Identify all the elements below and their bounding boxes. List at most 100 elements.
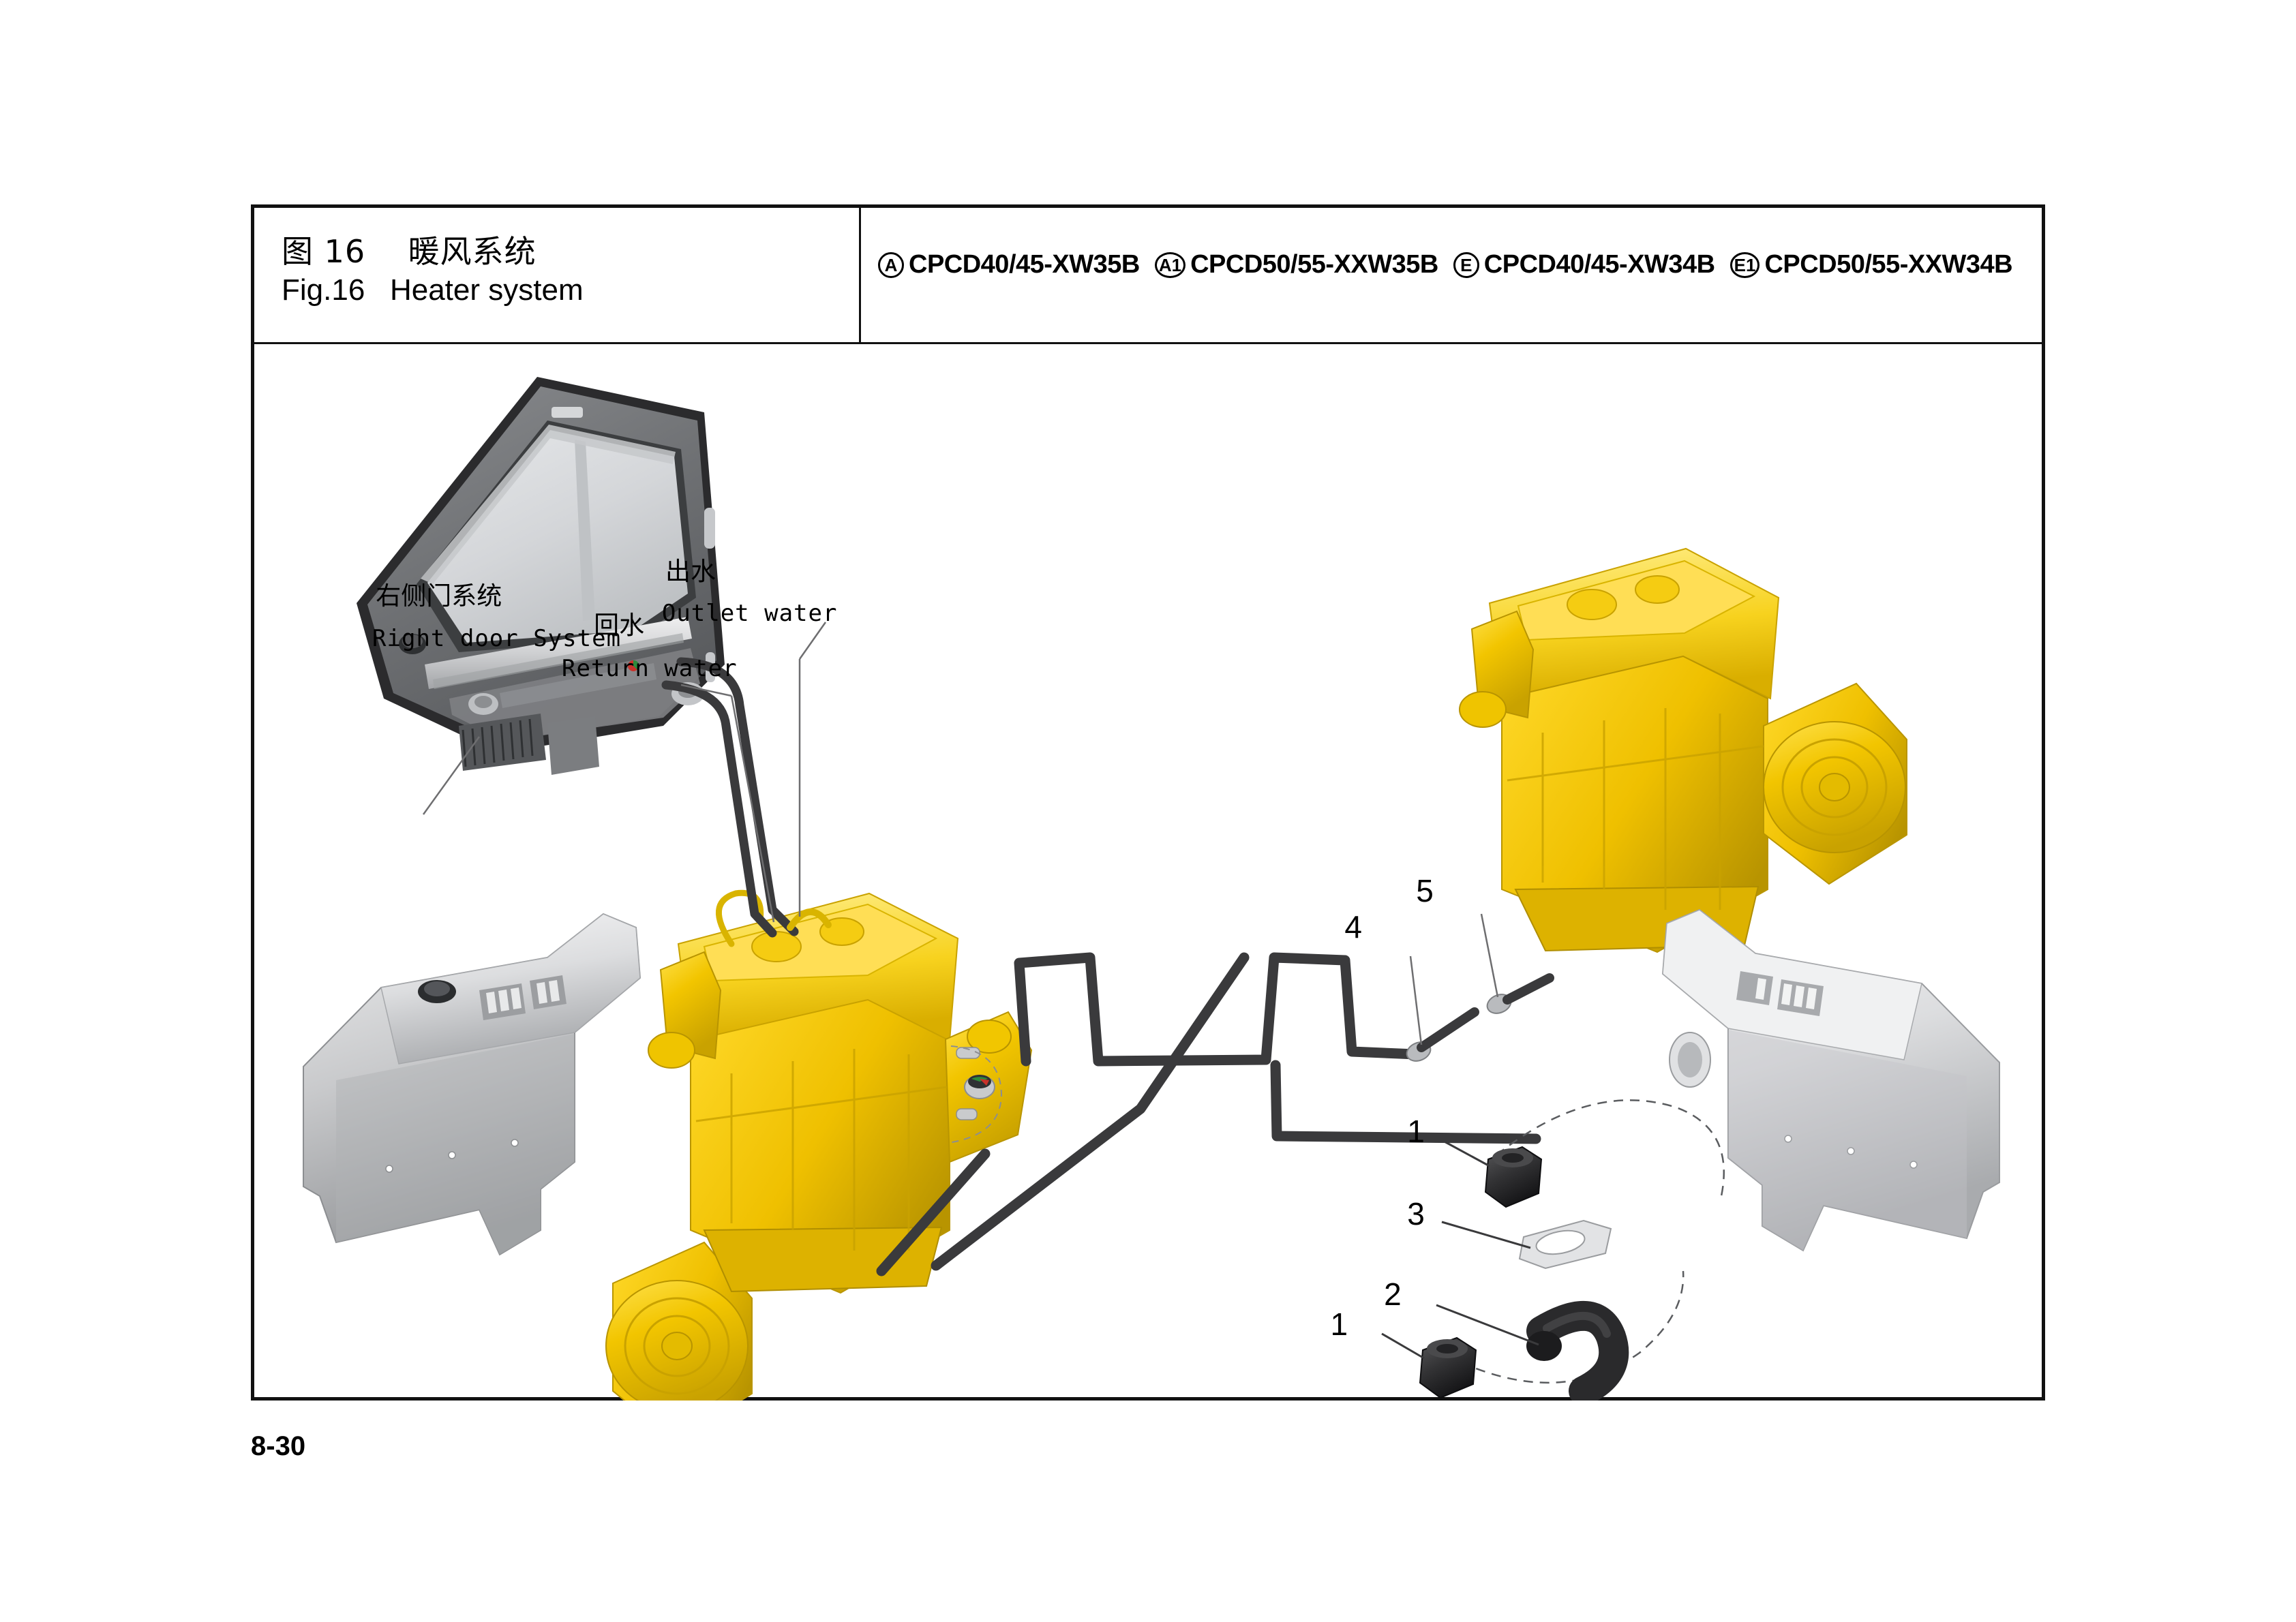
model-entry-a: A CPCD40/45-XW35B	[878, 250, 1140, 279]
callout-number-1a: 1	[1407, 1114, 1425, 1150]
engine-right-flywheel-hub	[1819, 773, 1850, 801]
shroud-right-louvers	[1736, 971, 1824, 1016]
clamp-link-hose	[1417, 1007, 1479, 1052]
page-number: 8-30	[251, 1431, 306, 1461]
shroud-left-hole-2	[448, 1151, 456, 1159]
label-right-door-english: Right door System	[372, 625, 622, 653]
engine-left-tube-loop	[715, 889, 764, 947]
label-outlet-chinese: 出水	[665, 557, 716, 587]
leader-return-water-2	[730, 695, 775, 923]
engine-right-starter	[1459, 691, 1507, 728]
clamp-5-hose	[1502, 973, 1554, 1005]
window-crank-hub	[474, 696, 492, 708]
model-entry-a1: A1 CPCD50/55-XXW35B	[1154, 250, 1438, 279]
assembly-arc-upper	[1496, 1099, 1725, 1197]
shroud-right-hole-1	[1909, 1161, 1918, 1169]
engine-left	[605, 889, 1033, 1401]
engine-left-starter	[648, 1032, 695, 1069]
model-badge-e: E	[1453, 251, 1479, 278]
exploded-view-artwork: 右侧门系统 Right door System 出水 Outlet water …	[254, 344, 2042, 1401]
leader-callout-3	[1441, 1221, 1531, 1249]
model-code-a: CPCD40/45-XW35B	[909, 250, 1140, 279]
leader-callout-5	[1480, 913, 1499, 998]
hose-outlet-run	[676, 657, 799, 936]
vent-louvers	[462, 718, 534, 767]
door-armrest	[500, 663, 656, 708]
callout-number-5: 5	[1416, 873, 1434, 908]
engine-left-boss-1	[751, 931, 802, 962]
shroud-left-cap-top	[424, 981, 450, 996]
shroud-right-skirt	[1728, 1030, 1967, 1251]
label-return-chinese: 回水	[594, 611, 645, 641]
hose-stub-left	[876, 1148, 991, 1276]
artwork-svg	[303, 377, 2000, 1401]
model-badge-e1: E1	[1729, 251, 1760, 278]
grommet-lower	[1419, 1336, 1477, 1399]
callout-number-2: 2	[1384, 1276, 1402, 1313]
callout-number-1b: 1	[1330, 1306, 1348, 1342]
door-marker-dot-green	[633, 660, 639, 670]
engine-left-ribs	[695, 1049, 948, 1251]
engine-right-flywheel-r3	[1800, 756, 1869, 818]
engine-left-flywheel	[605, 1280, 749, 1401]
hose-lower-branch	[1270, 1060, 1541, 1144]
leader-return-water	[680, 684, 732, 697]
callout-number-3: 3	[1407, 1196, 1425, 1232]
model-badge-a1: A1	[1154, 251, 1186, 278]
door-trim-shadow	[433, 633, 684, 689]
small-parts-group	[1419, 1099, 1725, 1401]
leader-callout-4	[1409, 955, 1423, 1045]
engine-right	[1459, 547, 1907, 953]
shroud-right-hole-2	[1847, 1147, 1855, 1155]
hose-door-to-engine	[661, 657, 799, 938]
title-divider	[859, 208, 861, 344]
window-divider-bar	[575, 440, 595, 621]
model-list: A CPCD40/45-XW35B A1 CPCD50/55-XXW35B E …	[878, 250, 2027, 279]
engine-right-block	[1501, 655, 1768, 953]
elbow-hose	[1526, 1301, 1629, 1401]
label-outlet-english: Outlet water	[661, 600, 838, 628]
cab-door-assembly	[357, 377, 725, 775]
window-glass	[427, 430, 688, 643]
door-lock-knob-top	[402, 634, 423, 648]
engine-right-boss-2	[1635, 575, 1680, 604]
leader-callout-2	[1436, 1304, 1539, 1346]
door-hinge-upper	[704, 508, 715, 549]
figure-title-chinese: 图 16 暖风系统	[282, 233, 537, 270]
model-code-e: CPCD40/45-XW34B	[1483, 250, 1715, 279]
engine-right-flywheel-r2	[1781, 738, 1888, 836]
assembly-arc-lower	[1460, 1270, 1685, 1384]
shroud-left-skirt	[336, 1034, 575, 1255]
shroud-left-hole-3	[511, 1139, 519, 1147]
label-return-english: Return water	[561, 654, 738, 682]
model-badge-a: A	[878, 251, 904, 278]
heater-shroud-left	[303, 913, 641, 1256]
engine-right-boss-1	[1567, 589, 1617, 620]
model-code-e1: CPCD50/55-XXW34B	[1764, 250, 2013, 279]
engine-left-manifold-port	[967, 1020, 1012, 1054]
hose-lower-diagonal	[931, 952, 1250, 1271]
model-entry-e1: E1 CPCD50/55-XXW34B	[1729, 250, 2013, 279]
hose-clamps	[1406, 973, 1554, 1062]
hose-upper-run	[1014, 952, 1421, 1067]
valve-fitting	[948, 1045, 1003, 1144]
engine-left-outlet-neck	[787, 908, 832, 931]
grommet-upper	[1484, 1146, 1543, 1208]
door-lower-box	[547, 716, 599, 775]
model-code-a1: CPCD50/55-XXW35B	[1190, 250, 1438, 279]
leader-callout-1a	[1441, 1139, 1490, 1167]
diagram-frame: 图 16 暖风系统 Fig.16 Heater system A CPCD40/…	[251, 204, 2045, 1401]
model-entry-e: E CPCD40/45-XW34B	[1453, 250, 1715, 279]
leader-callout-1b	[1381, 1332, 1425, 1360]
shroud-left-hole-1	[385, 1165, 393, 1173]
gasket-ring	[1518, 1219, 1612, 1270]
door-top-latch	[552, 407, 583, 418]
shroud-right-hole-3	[1784, 1135, 1792, 1143]
label-right-door-chinese: 右侧门系统	[376, 581, 502, 611]
figure-title-english: Fig.16 Heater system	[282, 273, 584, 307]
leader-outlet-water	[798, 622, 827, 660]
callout-number-4: 4	[1344, 908, 1362, 945]
center-hose-assembly	[876, 952, 1541, 1276]
shroud-right-port-inner	[1678, 1042, 1702, 1077]
hose-return-run	[661, 680, 777, 938]
